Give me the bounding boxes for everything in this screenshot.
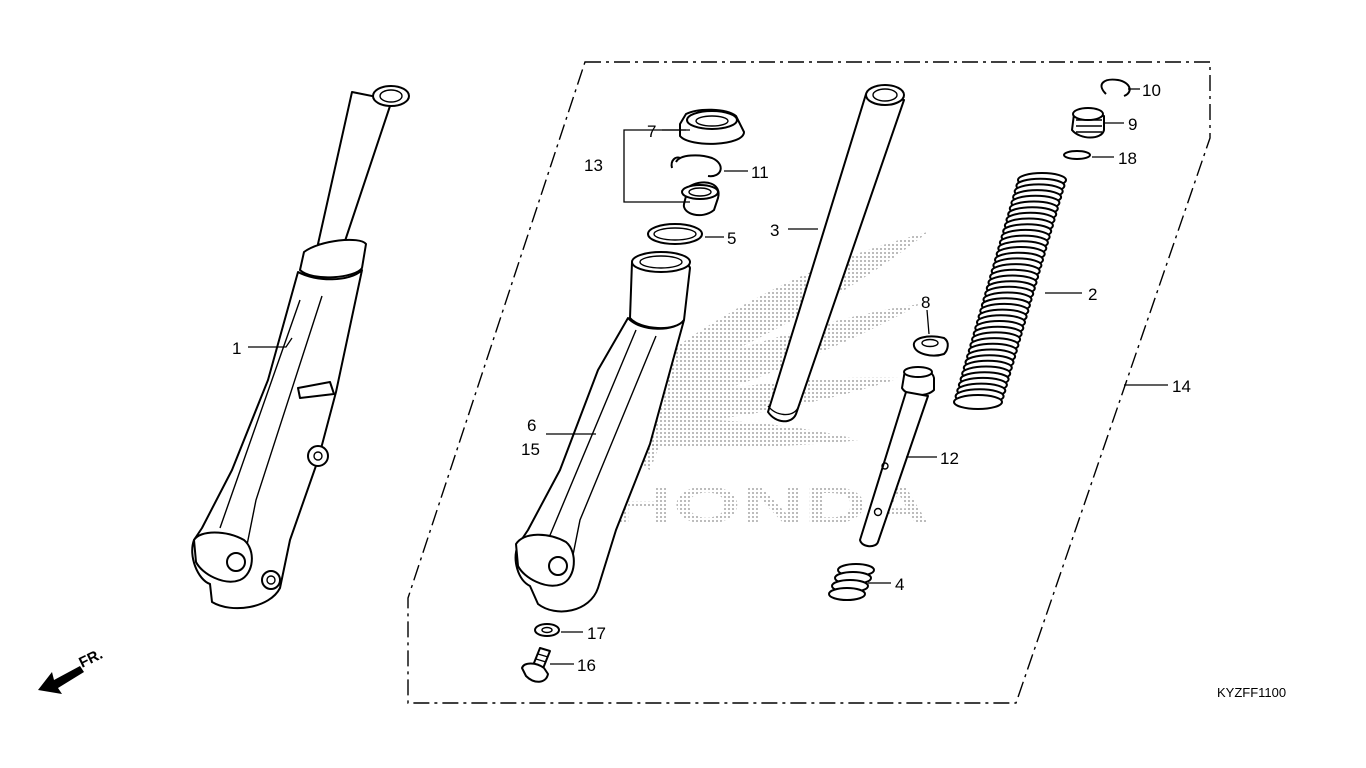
callout-3: 3 (770, 221, 779, 240)
diagram-code: KYZFF1100 (1217, 685, 1286, 700)
callout-2: 2 (1088, 285, 1097, 304)
callout-1: 1 (232, 339, 241, 358)
washer-part (1063, 150, 1091, 160)
callout-13: 13 (584, 156, 603, 175)
callout-15: 15 (521, 440, 540, 459)
fork-leg-assembly (191, 85, 410, 610)
fork-spring-coil (953, 394, 1003, 410)
sealing-washer-part (534, 623, 560, 637)
socket-bolt-part (521, 647, 551, 683)
fork-slider-part (514, 251, 691, 613)
callout-17: 17 (587, 624, 606, 643)
front-direction-arrow-icon (38, 666, 84, 694)
assembly-boundary (407, 61, 1211, 704)
callout-11: 11 (751, 163, 769, 182)
callout-6: 6 (527, 416, 536, 435)
stopper-ring-part (670, 154, 722, 178)
callout-9: 9 (1128, 115, 1137, 134)
piston-ring-part (912, 335, 949, 357)
callout-7: 7 (647, 122, 656, 141)
callout-4: 4 (895, 575, 904, 594)
leader-lines (248, 88, 1168, 665)
callout-10: 10 (1142, 81, 1161, 100)
callout-14: 14 (1172, 377, 1191, 396)
circlip-part (1100, 78, 1131, 97)
fork-spring-part (953, 172, 1067, 410)
callout-16: 16 (577, 656, 596, 675)
backup-ring-part (647, 223, 703, 245)
spring-seat-part (1071, 107, 1105, 139)
callout-5: 5 (727, 229, 736, 248)
callout-8: 8 (921, 293, 930, 312)
damper-rod-part (859, 366, 935, 548)
callout-12: 12 (940, 449, 959, 468)
fork-pipe-part (767, 84, 905, 423)
dust-seal-part (679, 108, 745, 145)
rebound-spring-part (828, 563, 875, 601)
oil-seal-part (681, 181, 720, 217)
callout-18: 18 (1118, 149, 1137, 168)
